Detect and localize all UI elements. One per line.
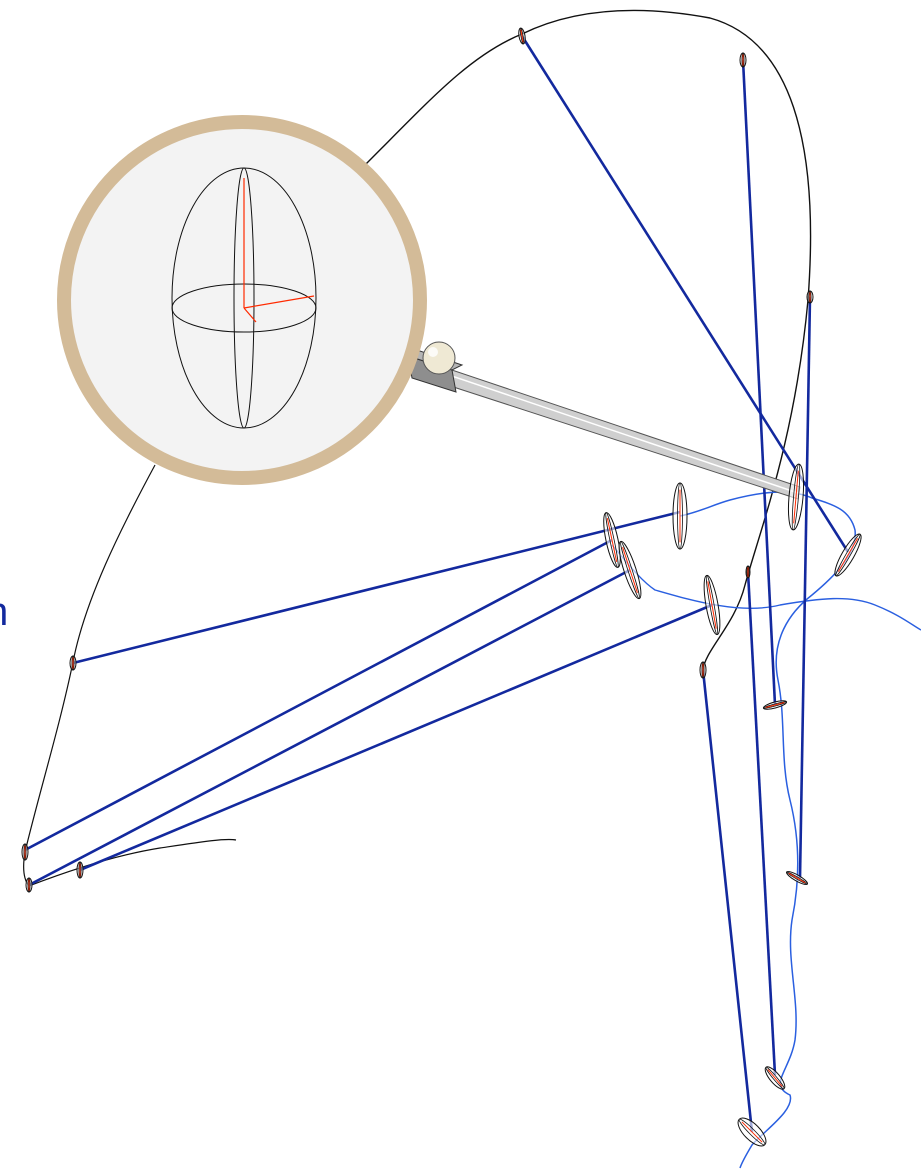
ellipse-axis [741, 1121, 763, 1143]
sensor-rod-highlight [439, 371, 799, 494]
ellipse-meridian [701, 661, 705, 679]
ellipse-axis [788, 872, 806, 884]
axis-depth [243, 307, 257, 323]
ellipse-meridian [620, 541, 640, 599]
covariance-ellipse-icon [703, 574, 721, 636]
ellipse-meridian [677, 482, 683, 550]
covariance-ellipse-icon [69, 655, 77, 671]
ellipse-meridian [27, 877, 31, 893]
correspondence-line [741, 59, 777, 706]
ellipse-meridian [791, 463, 801, 531]
correspondence-line [28, 568, 631, 887]
correspondence-line [79, 603, 713, 872]
ellipse-meridian [786, 871, 808, 885]
covariance-ellipse-icon [25, 877, 33, 893]
correspondence-line [798, 296, 812, 879]
ellipse-axis [606, 517, 618, 563]
covariance-ellipse-icon [618, 540, 642, 600]
ellipsoid-axes [243, 178, 315, 323]
ellipse-meridian [519, 27, 525, 45]
axis-horizontal [243, 295, 315, 309]
covariance-ellipse-icon [518, 27, 526, 45]
ellipse-axis [793, 470, 799, 524]
ellipse-axis [622, 547, 638, 593]
covariance-ellipse-icon [787, 463, 805, 531]
ellipse-meridian [835, 533, 861, 577]
covariance-markers [21, 27, 862, 1147]
covariance-ellipse-icon [762, 700, 788, 710]
covariance-ellipse-icon [603, 512, 621, 568]
covariance-ellipse-icon [672, 482, 688, 550]
edge-label: n [0, 588, 8, 636]
ground-truth-trajectory-left [23, 464, 237, 887]
correspondence-line [746, 571, 777, 1076]
estimated-trajectory-branch [611, 544, 921, 631]
correspondence-line [24, 538, 613, 852]
ellipse-meridian [78, 861, 82, 879]
ellipse-meridian [738, 1118, 766, 1146]
inset-ring [57, 115, 427, 485]
ellipse-axis [765, 702, 785, 708]
covariance-ellipse-icon [786, 870, 808, 886]
ellipse-meridian [741, 52, 745, 68]
ellipse-meridian [705, 575, 719, 635]
sensor-bulb-highlight [428, 347, 438, 357]
covariance-ellipse-icon [76, 861, 84, 879]
covariance-ellipse-icon [21, 843, 29, 861]
ellipsoid-meridian [233, 167, 255, 429]
covariance-ellipse-icon [737, 1117, 767, 1147]
ellipse-meridian [71, 655, 75, 671]
correspondence-line [520, 35, 850, 553]
covariance-ellipse-icon [745, 565, 751, 579]
ellipse-meridian [763, 701, 787, 709]
ground-truth-trajectory [364, 9, 812, 671]
correspondence-line [72, 510, 681, 665]
covariance-ellipse-icon [699, 661, 707, 679]
covariance-ellipse-icon [764, 1066, 786, 1090]
sensor-bulb [422, 341, 456, 375]
inset-magnifier [57, 115, 427, 485]
estimated-trajectory [679, 491, 856, 1169]
ellipse-meridian [746, 565, 750, 579]
camera-sensor [406, 341, 801, 500]
ellipse-meridian [605, 512, 619, 568]
covariance-ellipse-icon [806, 290, 814, 304]
ellipse-meridian [808, 290, 812, 304]
covariance-ellipse-icon [739, 52, 747, 68]
ellipse-meridian [23, 843, 27, 861]
ellipse-axis [520, 29, 524, 43]
covariance-ellipse-icon [834, 533, 862, 577]
ellipse-axis [767, 1069, 783, 1087]
ellipse-axis [707, 581, 717, 629]
correspondence-line [701, 669, 754, 1133]
ellipse-axis [837, 538, 859, 572]
